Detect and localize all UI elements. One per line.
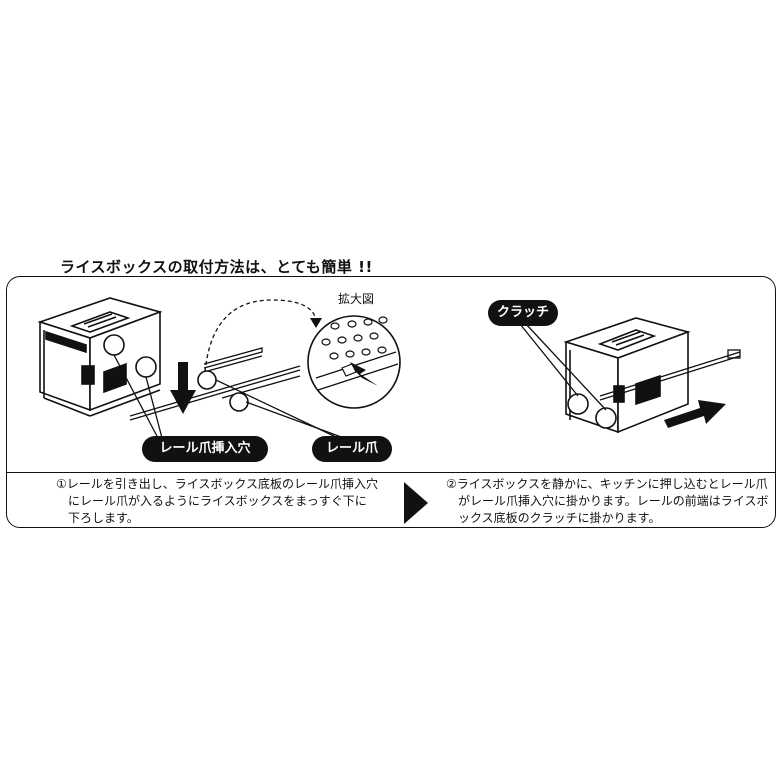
label-clutch: クラッチ <box>488 300 558 326</box>
label-claw: レール爪 <box>312 436 392 462</box>
rail-right <box>599 349 741 401</box>
push-arrow-icon <box>664 400 726 428</box>
zoom-circle <box>307 315 401 409</box>
rail-claw-circle <box>229 392 249 412</box>
panel-divider <box>6 472 776 473</box>
callout-circle <box>103 334 125 356</box>
step-arrow-icon <box>404 482 428 524</box>
page-title: ライスボックスの取付方法は、とても簡単 !! <box>60 258 373 276</box>
step-2-text: ②ライスボックスを静かに、キッチンに押し込むとレール爪 がレール爪挿入穴に掛かり… <box>446 477 769 525</box>
zoom-label: 拡大図 <box>338 292 375 306</box>
rice-box-right <box>563 317 691 434</box>
clutch-circle <box>567 393 589 415</box>
down-arrow-icon <box>170 362 196 414</box>
step-1-text: ①レールを引き出し、ライスボックス底板のレール爪挿入穴 にレール爪が入るようにラ… <box>56 477 379 525</box>
callout-circle <box>135 356 157 378</box>
clutch-circle <box>595 407 617 429</box>
label-hole: レール爪挿入穴 <box>142 436 268 462</box>
rail-claw-circle <box>197 370 217 390</box>
rice-box-left <box>37 297 163 417</box>
